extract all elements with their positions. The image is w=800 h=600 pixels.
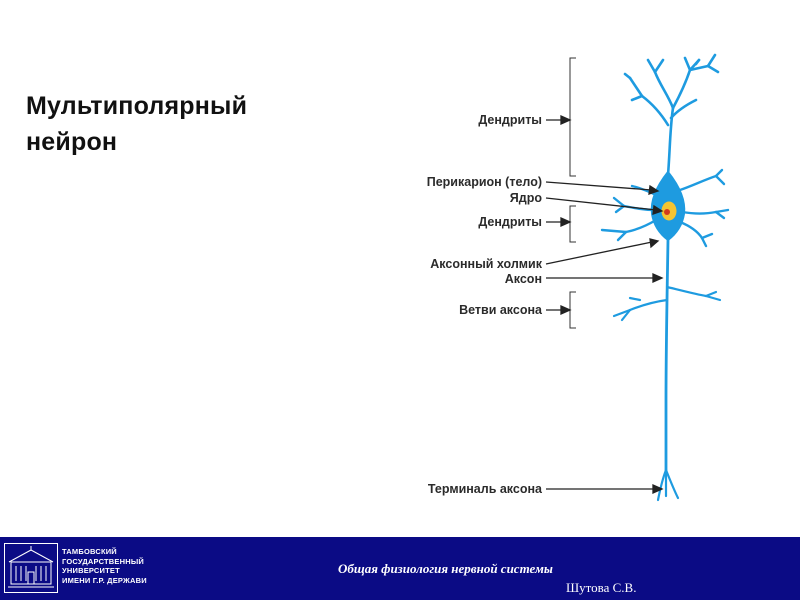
university-name: ТАМБОВСКИЙ ГОСУДАРСТВЕННЫЙ УНИВЕРСИТЕТ И… bbox=[62, 547, 147, 585]
page-title: Мультиполярный нейрон bbox=[26, 88, 247, 160]
label-axon-terminal: Терминаль аксона bbox=[428, 482, 543, 496]
label-axon: Аксон bbox=[505, 272, 542, 286]
axon-line bbox=[664, 238, 670, 472]
footer-bar: ТАМБОВСКИЙ ГОСУДАРСТВЕННЫЙ УНИВЕРСИТЕТ И… bbox=[0, 537, 800, 600]
label-perikaryon: Перикарион (тело) bbox=[427, 175, 542, 189]
label-axon-branches: Ветви аксона bbox=[459, 303, 543, 317]
bracket-dendrites-top bbox=[569, 57, 576, 177]
axon-collaterals bbox=[612, 285, 722, 322]
label-dendrites-mid: Дендриты bbox=[478, 215, 542, 229]
university-line-2: ГОСУДАРСТВЕННЫЙ bbox=[62, 556, 144, 566]
title-line-1: Мультиполярный bbox=[26, 92, 248, 120]
label-dendrites-top: Дендриты bbox=[478, 113, 542, 127]
neuron-diagram: Дендриты Перикарион (тело) Ядро Дендриты… bbox=[427, 53, 730, 502]
label-nucleus: Ядро bbox=[510, 191, 543, 205]
university-line-3: УНИВЕРСИТЕТ bbox=[62, 566, 120, 575]
label-axon-hillock: Аксонный холмик bbox=[430, 257, 542, 271]
university-logo bbox=[4, 543, 58, 593]
axon-terminal-branches bbox=[656, 468, 680, 502]
university-line-4: ИМЕНИ Г.Р. ДЕРЖАВИ bbox=[62, 575, 147, 585]
bracket-dendrites-mid bbox=[569, 205, 576, 243]
title-line-2: нейрон bbox=[26, 128, 118, 156]
leader-arrows bbox=[545, 114, 664, 495]
dendrites-side bbox=[600, 168, 730, 248]
neuron bbox=[600, 53, 730, 502]
course-title: Общая физиология нервной системы bbox=[338, 561, 553, 576]
dendrite-tree-top bbox=[623, 53, 720, 177]
brackets bbox=[569, 57, 576, 329]
nucleolus bbox=[664, 209, 670, 215]
university-line-1: ТАМБОВСКИЙ bbox=[62, 547, 117, 556]
author-name: Шутова С.В. bbox=[566, 580, 637, 595]
building-icon bbox=[8, 546, 54, 588]
